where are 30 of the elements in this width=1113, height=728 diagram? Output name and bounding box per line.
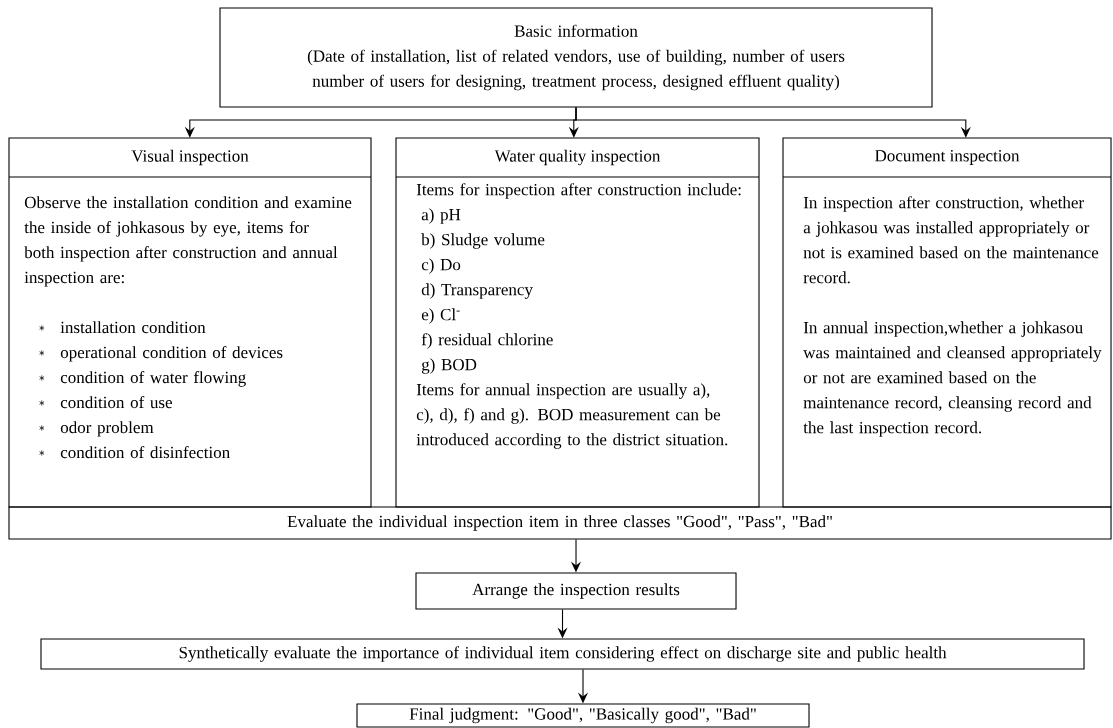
- process-box: Arrange the inspection results: [415, 572, 737, 610]
- node-label: e) Cl$^{-}$: [421, 308, 460, 324]
- column-heading: Water quality inspection: [494, 149, 661, 166]
- column-box: [782, 137, 1112, 508]
- node-label: condition of water flowing: [60, 371, 246, 387]
- column-box: [8, 137, 372, 508]
- body-text: In inspection after construction, whether a johkasou was installed appropriately or not is examined based on the maintenance record. In annual inspection,whether a johkasou was maintained and cleansed appropriately or not are examined based on the maintenance record, cleansing record and the last inspection record.: [803, 196, 1102, 437]
- node-label: g) BOD: [421, 358, 477, 374]
- node-label: a) pH: [421, 208, 461, 224]
- process-box: Final judgment: "Good", "Basically good", "Bad": [356, 703, 810, 728]
- node-label: b) Sludge volume: [421, 233, 545, 249]
- node-label: Items for annual inspection are usually a), c), d), f) and g). BOD measurement can be introduced according to the district situation.: [416, 383, 728, 449]
- column-heading: Visual inspection: [131, 149, 249, 166]
- node-label: installation condition: [60, 321, 206, 334]
- node-label: c) Do: [421, 258, 461, 274]
- node-label: Items for inspection after construction include:: [416, 183, 741, 199]
- node-label: f) residual chlorine: [421, 333, 553, 349]
- process-box: Synthetically evaluate the importance of individual item considering effect on discharge site and public health: [40, 638, 1085, 670]
- node-label: condition of use: [60, 396, 172, 409]
- body-text: Observe the installation condition and examine the inside of johkasous by eye, items for both inspection after construction and annual inspection are: installation condition operational condition of devices condition of water flowing condition of use odor problem condition of disinfection: [24, 196, 352, 459]
- node-label: condition of disinfection: [60, 446, 230, 459]
- node-label: operational condition of devices: [60, 346, 283, 362]
- body-text: Items for inspection after construction include: a) pH b) Sludge volume c) Do d) Transparency e) Cl$^{-}$ f) residual chlorine g) BOD Items for annual inspection are usually a), c), d), f) and g). BOD measurement can be introduced according to the district situation.: [416, 183, 741, 449]
- info-box: Basic information (Date of installation, list of related vendors, use of building, number of users number of users for designing, treatment process, designed effluent quality): [219, 7, 933, 108]
- node-label: Observe the installation condition and examine the inside of johkasous by eye, items for both inspection after construction and annual inspection are:: [24, 196, 352, 287]
- column-heading: Document inspection: [875, 150, 1020, 165]
- node-label: d) Transparency: [421, 283, 533, 299]
- node-label: odor problem: [60, 421, 154, 437]
- process-box: Evaluate the individual inspection item in three classes "Good", "Pass", "Bad": [8, 506, 1112, 540]
- column-box: [395, 137, 760, 508]
